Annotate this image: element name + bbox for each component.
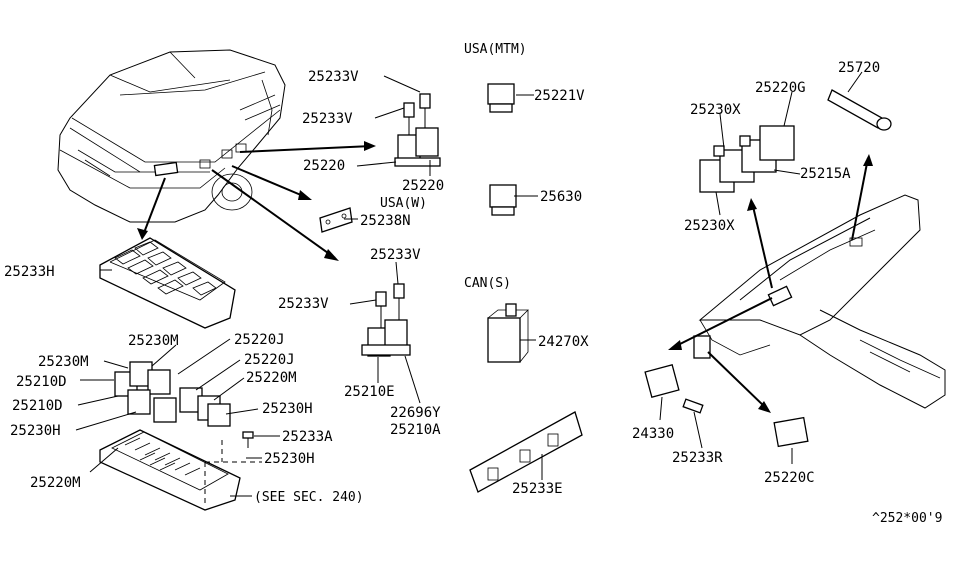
label-25233V-d: 25233V <box>278 296 329 312</box>
label-25220M-a: 25220M <box>246 370 297 386</box>
dashboard-relay-24330 <box>644 364 680 398</box>
label-25210E: 25210E <box>344 384 395 400</box>
label-25630: 25630 <box>540 189 582 205</box>
relay-cluster-right-top <box>699 125 795 193</box>
label-24330: 24330 <box>632 426 674 442</box>
relay-25220C <box>773 416 809 448</box>
dashboard-illustration <box>698 194 946 409</box>
label-25720: 25720 <box>838 60 880 76</box>
label-25233H: 25233H <box>4 264 55 280</box>
clip-25233R <box>682 398 704 414</box>
relay-24270X <box>487 303 529 363</box>
sensor-25720 <box>827 89 892 131</box>
screw-25233A <box>242 431 254 448</box>
label-25230X-a: 25230X <box>690 102 741 118</box>
label-25238N: 25238N <box>360 213 411 229</box>
label-25210D-a: 25210D <box>16 374 67 390</box>
label-22696Y: 22696Y <box>390 405 441 421</box>
label-25220-a: 25220 <box>303 158 345 174</box>
section-usa-mtm: USA(MTM) <box>464 42 527 57</box>
section-usa-w: USA(W) <box>380 196 427 211</box>
relay-pair-25220 <box>394 93 441 167</box>
label-25210A: 25210A <box>390 422 441 438</box>
vehicle-front-illustration <box>57 49 286 223</box>
relay-box-25233H <box>99 237 236 329</box>
label-25233R: 25233R <box>672 450 723 466</box>
label-25230H-a: 25230H <box>10 423 61 439</box>
label-25233E: 25233E <box>512 481 563 497</box>
relay-25221V <box>487 83 515 113</box>
label-25210D-b: 25210D <box>12 398 63 414</box>
relay-cluster-lower-left <box>114 361 231 427</box>
label-25230M-b: 25230M <box>38 354 89 370</box>
label-25233A: 25233A <box>282 429 333 445</box>
diagram-code: ^252*00'9 <box>872 511 942 526</box>
label-25220M-b: 25220M <box>30 475 81 491</box>
bracket-25238N <box>319 207 353 233</box>
label-25220G: 25220G <box>755 80 806 96</box>
label-25230M-a: 25230M <box>128 333 179 349</box>
leader-lines <box>75 71 863 497</box>
bracket-25233E <box>469 411 583 493</box>
label-25230H-c: 25230H <box>264 451 315 467</box>
label-25233V-a: 25233V <box>308 69 359 85</box>
label-25220C: 25220C <box>764 470 815 486</box>
relay-24330-mount <box>693 335 711 359</box>
label-25220J-a: 25220J <box>234 332 285 348</box>
label-25220J-b: 25220J <box>244 352 295 368</box>
label-25233V-b: 25233V <box>302 111 353 127</box>
pointer-arrows-car <box>137 141 376 261</box>
label-25233V-c: 25233V <box>370 247 421 263</box>
label-25221V: 25221V <box>534 88 585 104</box>
label-25220-b: 25220 <box>402 178 444 194</box>
label-25215A: 25215A <box>800 166 851 182</box>
see-section-note: (SEE SEC. 240) <box>254 490 364 505</box>
label-25230X-b: 25230X <box>684 218 735 234</box>
section-can-s: CAN(S) <box>464 276 511 291</box>
pointer-arrows-right <box>668 154 873 413</box>
label-24270X: 24270X <box>538 334 589 350</box>
fuse-block <box>99 429 241 511</box>
relay-25630 <box>489 184 517 216</box>
label-25230H-b: 25230H <box>262 401 313 417</box>
relay-pair-25210E <box>361 283 411 357</box>
